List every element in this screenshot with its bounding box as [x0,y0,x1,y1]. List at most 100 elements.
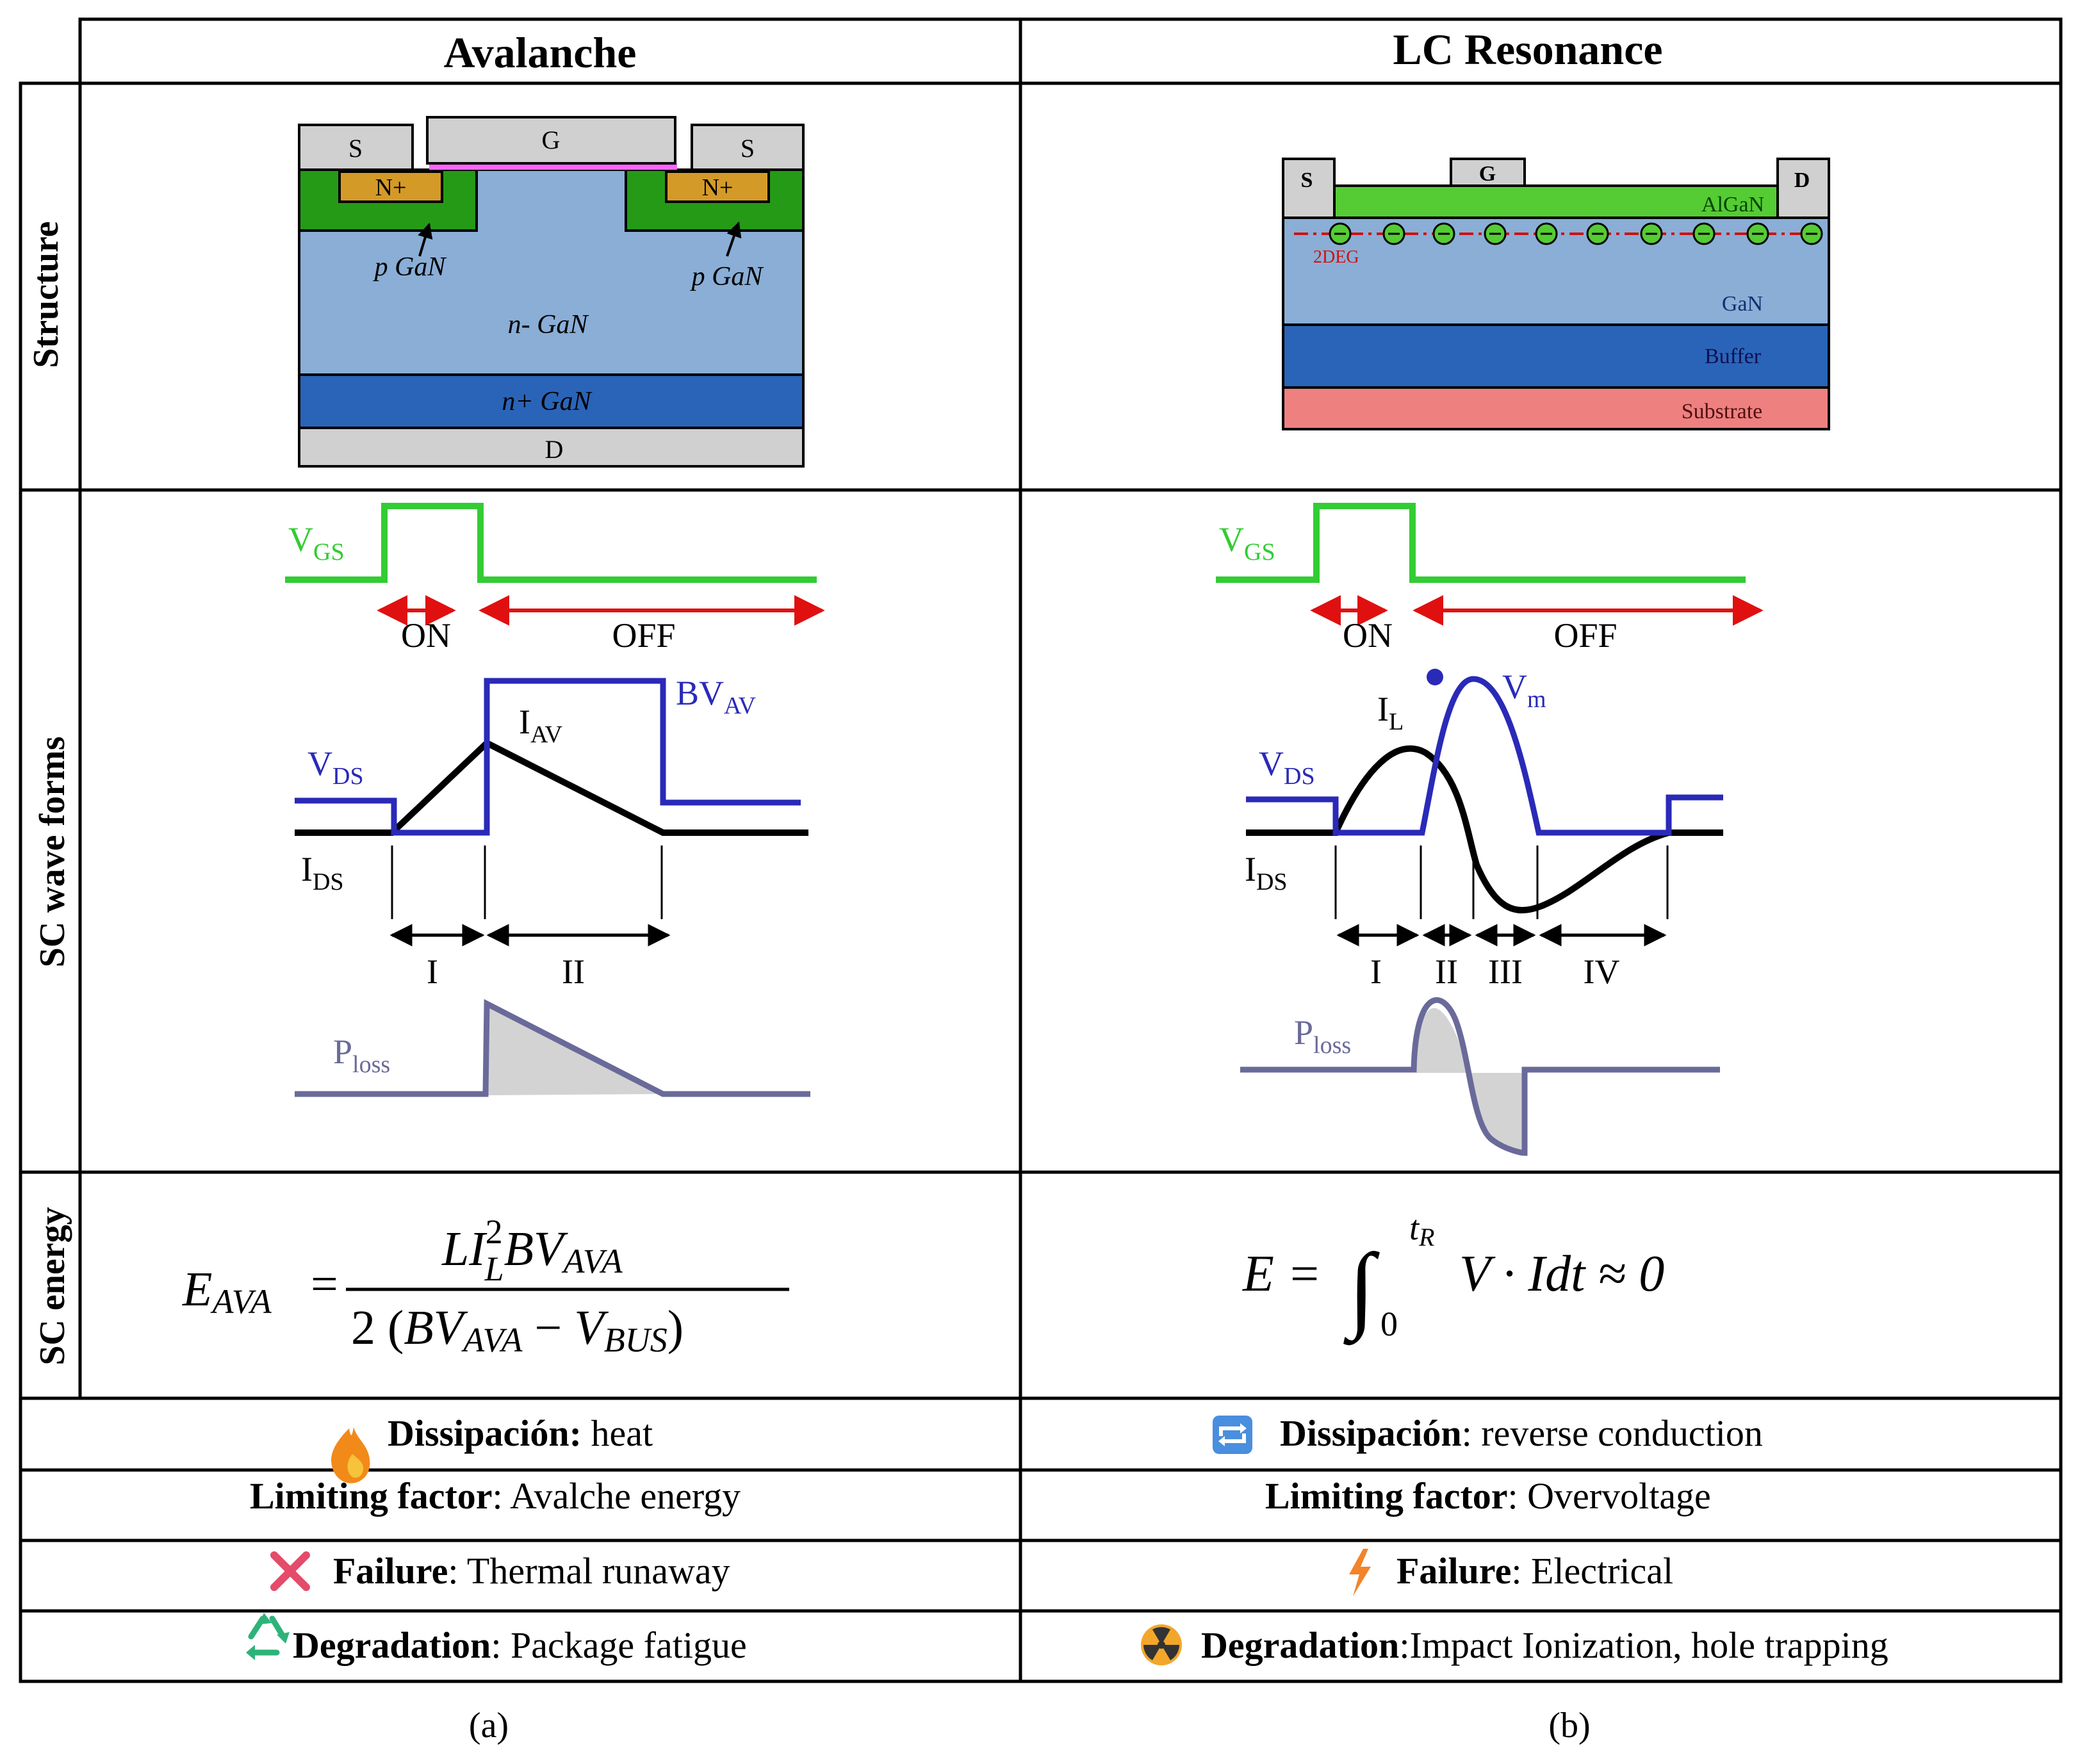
structure-avalanche [298,116,805,468]
integral-body: V · Idt ≈ 0 [1459,1246,1664,1302]
label-nplus-left: N+ [375,174,407,201]
label-ploss-a: Ploss [333,1033,390,1078]
energy-formula-lc: E = ∫ tR 0 V · Idt ≈ 0 [1242,1209,1664,1346]
nplus-left [338,170,443,203]
label-off-a: OFF [612,616,675,655]
label-drain-b: D [1794,168,1810,192]
property-a-dissipation: Dissipación: heat [388,1412,653,1454]
vds-trace-b [1246,676,1723,836]
label-gan: GaN [1722,292,1763,316]
gate-contact-a [426,116,676,165]
label-vds-a: VDS [307,744,364,790]
label-nminus-gan: n- GaN [508,310,589,339]
label-2deg: 2DEG [1313,247,1359,267]
label-gate-b: G [1479,162,1496,186]
label-nplus-gan: n+ GaN [502,387,592,416]
label-interval-1-b: I [1370,952,1382,991]
column-header-avalanche: Avalanche [444,28,637,77]
ids-trace-b [1246,745,1723,913]
column-header-lc-resonance: LC Resonance [1393,25,1662,74]
radiation-icon [1141,1624,1182,1665]
nplus-right [665,170,770,203]
integral-sign: ∫ [1343,1234,1380,1346]
label-ids-b: IDS [1245,850,1288,895]
vm-peak-marker [1427,669,1443,685]
label-on-b: ON [1343,616,1393,655]
vds-trace-a [295,678,801,836]
e-lhs: E = [1242,1246,1322,1302]
label-on-a: ON [401,616,451,655]
ploss-trace-b [1240,997,1720,1156]
drain-contact-a [298,427,805,468]
fire-icon [331,1427,370,1483]
eava-equals: = [311,1257,338,1311]
label-il: IL [1377,690,1404,735]
caption-b: (b) [1548,1706,1590,1745]
waveforms-lc-resonance [1216,503,1764,1156]
property-a-degradation: Degradation: Package fatigue [293,1624,747,1666]
integral-lower: 0 [1380,1305,1398,1343]
ploss-trace-a [295,999,810,1097]
label-off-b: OFF [1553,616,1617,655]
source-left [298,124,414,171]
structure-lc-resonance [1282,158,1830,430]
vgs-trace-a [285,503,817,583]
label-s-left: S [348,134,363,163]
label-ploss-b: Ploss [1294,1013,1351,1059]
repeat-icon [1213,1416,1252,1454]
property-b-failure: Failure: Electrical [1396,1550,1673,1592]
ids-trace-a [295,739,808,836]
source-right [691,124,805,171]
property-a-failure: Failure: Thermal runaway [333,1550,730,1592]
label-pgan-right: p GaN [690,262,764,291]
label-gate-a: G [542,126,561,154]
label-interval-3-b: III [1488,952,1523,991]
label-vds-b: VDS [1259,744,1315,790]
gate-oxide [429,163,677,170]
label-substrate: Substrate [1682,400,1763,423]
vgs-trace-b [1216,503,1746,583]
label-pgan-left: p GaN [373,252,447,282]
label-drain-a: D [545,435,564,464]
label-vm: Vm [1502,667,1546,713]
label-iav: IAV [519,703,563,748]
lightning-icon [1349,1549,1371,1596]
nplus-substrate-layer [298,373,805,429]
table-grid [19,17,2063,1683]
structure-lc-labels: S G D AlGaN 2DEG GaN Buffer Substrate [1301,162,1810,423]
property-b-dissipation: Dissipación: reverse conduction [1280,1412,1763,1454]
eava-denominator: 2 (BVAVA − VBUS) [351,1301,684,1359]
label-s-right: S [741,134,755,163]
property-b-degradation: Degradation:Impact Ionization, hole trap… [1201,1624,1888,1666]
waveforms-lc-labels: VGS ON OFF Vm IL VDS IDS I II III IV Plo… [1219,520,1619,1059]
label-interval-1-a: I [427,952,438,991]
waveforms-avalanche [285,503,825,1097]
gate-contact-b [1450,158,1526,187]
label-interval-2-a: II [562,952,585,991]
recycle-icon [246,1613,290,1660]
source-contact-b [1282,158,1336,219]
label-bv-av: BVAV [676,674,757,719]
eava-lhs: EAVA [182,1262,272,1321]
structure-avalanche-labels: S G S N+ N+ p GaN p GaN n- GaN n+ GaN D [348,126,764,464]
integral-upper: tR [1409,1209,1434,1252]
label-algan: AlGaN [1701,193,1764,216]
label-interval-2-b: II [1435,952,1458,991]
label-source-b: S [1301,168,1313,192]
label-vgs-a: VGS [288,520,345,566]
label-interval-4-b: IV [1584,952,1620,991]
cross-icon [270,1551,310,1591]
row-header-energy: SC energy [33,1207,72,1365]
waveforms-avalanche-labels: VGS ON OFF BVAV IAV VDS IDS I II Ploss [288,520,757,1078]
row-header-waveforms: SC wave forms [33,737,72,968]
property-a-limiting-factor: Limiting factor: Avalche energy [250,1475,741,1517]
caption-a: (a) [469,1706,509,1745]
label-nplus-right: N+ [702,174,733,201]
drain-contact-b [1776,158,1830,219]
property-b-limiting-factor: Limiting factor: Overvoltage [1265,1475,1711,1517]
label-vgs-b: VGS [1219,520,1275,566]
row-header-structure: Structure [26,221,66,368]
